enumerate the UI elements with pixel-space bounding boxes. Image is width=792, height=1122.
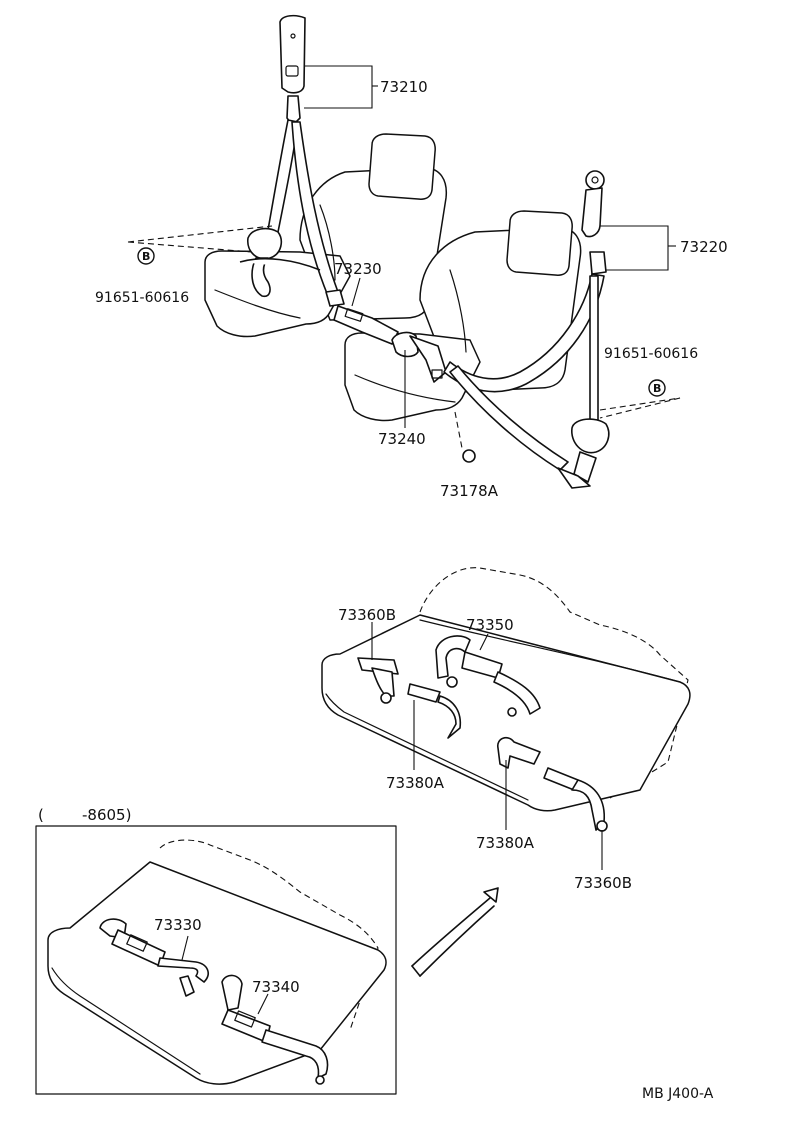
front-seats-group: B B — [127, 14, 681, 489]
label-73330: 73330 — [154, 916, 202, 934]
label-73210: 73210 — [380, 78, 428, 96]
part-73178A-plug[interactable] — [462, 449, 476, 463]
right-front-seat — [344, 210, 582, 422]
label-inset-range: ( -8605) — [38, 806, 131, 824]
part-73220-anchor-cover[interactable] — [581, 170, 605, 238]
leader-73230 — [351, 277, 361, 307]
part-73340[interactable] — [221, 974, 329, 1085]
badge-left-letter: B — [142, 250, 150, 263]
inset-frame — [35, 825, 397, 1095]
leader-73340 — [257, 993, 269, 1015]
leader-73330 — [181, 935, 189, 961]
inset-panel — [35, 825, 397, 1095]
rear-seat-backrest-outline — [419, 567, 689, 799]
label-bolt-left: 91651-60616 — [95, 290, 189, 306]
leader-73350 — [479, 633, 489, 651]
label-73178A: 73178A — [440, 482, 499, 500]
label-73220: 73220 — [680, 238, 728, 256]
leader-73210 — [304, 65, 373, 109]
dashed-line-left — [127, 225, 273, 243]
label-73360B-top: 73360B — [338, 606, 396, 624]
inset-backrest-outline — [159, 839, 379, 1031]
part-73380A-right[interactable] — [497, 707, 541, 769]
part-73360B-top[interactable] — [357, 657, 399, 704]
left-front-seat — [204, 133, 448, 338]
label-73350: 73350 — [466, 616, 514, 634]
dashed-line-plug — [454, 411, 463, 449]
part-73230-buckle[interactable] — [333, 305, 399, 345]
part-73350[interactable] — [435, 635, 541, 715]
leader-73220 — [600, 225, 669, 271]
part-73380A-left[interactable] — [407, 683, 462, 739]
bolt-badge-right[interactable]: B — [648, 379, 666, 397]
label-bolt-right: 91651-60616 — [604, 346, 698, 362]
curved-arrow-icon — [411, 887, 499, 977]
label-73380A-left: 73380A — [386, 774, 445, 792]
dashed-line-right — [599, 397, 681, 419]
right-shoulder-belt[interactable] — [443, 251, 610, 489]
bolt-badge-left[interactable]: B — [137, 247, 155, 265]
part-73360B-bottom[interactable] — [543, 767, 608, 832]
label-diagram-code: MB J400-A — [642, 1086, 714, 1102]
label-73340: 73340 — [252, 978, 300, 996]
part-73330[interactable] — [99, 918, 209, 997]
label-73360B-bottom: 73360B — [574, 874, 632, 892]
dashed-line-left-2 — [127, 241, 253, 253]
part-73240-center-buckle[interactable] — [391, 331, 447, 383]
label-73380A-right: 73380A — [476, 834, 535, 852]
label-73230: 73230 — [334, 260, 382, 278]
left-shoulder-belt[interactable] — [239, 95, 345, 307]
part-73210-anchor-cover[interactable] — [279, 14, 306, 94]
label-73240: 73240 — [378, 430, 426, 448]
rear-seat-group — [321, 567, 691, 870]
dashed-line-right-2 — [599, 397, 681, 411]
badge-right-letter: B — [653, 382, 661, 395]
